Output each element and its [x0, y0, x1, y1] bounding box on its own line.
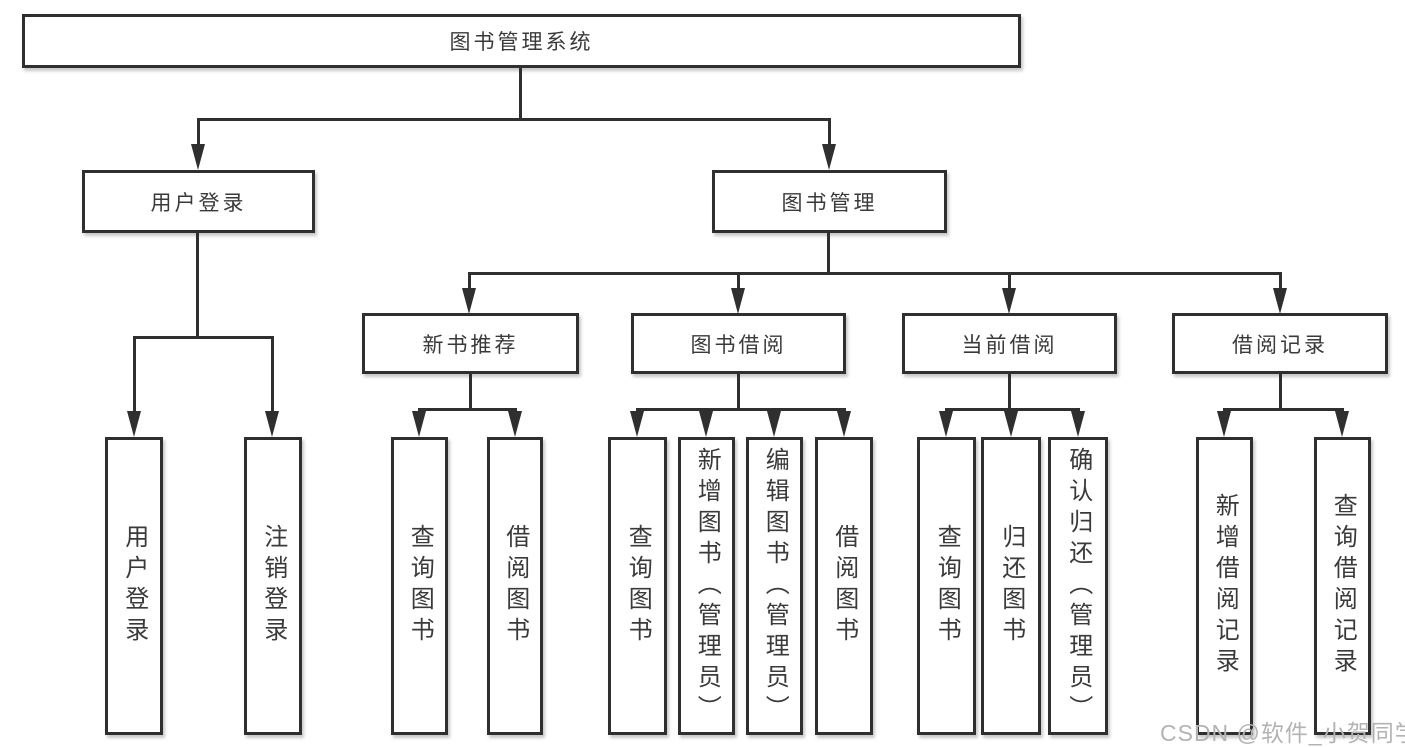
node-label: 图书管理系统 [449, 31, 594, 54]
arrow-down-icon [699, 411, 713, 437]
leaf-query-books-borrowing: 查询图书 [608, 437, 667, 735]
arrow-down-icon [191, 144, 205, 170]
leaf-label: 编辑图书（管理员） [761, 446, 789, 726]
connector-line [737, 272, 740, 290]
arrow-down-icon [939, 411, 953, 437]
arrow-down-icon [630, 411, 644, 437]
leaf-label: 查询借阅记录 [1329, 493, 1357, 679]
leaf-user-login: 用户登录 [105, 437, 163, 735]
connector-line [1279, 272, 1282, 290]
watermark: CSDN @软件_小贺同学 [1160, 720, 1405, 746]
node-borrow-records: 借阅记录 [1172, 313, 1388, 374]
connector-line [468, 272, 1282, 275]
connector-line [636, 408, 846, 411]
leaf-query-borrow-record: 查询借阅记录 [1314, 437, 1371, 735]
arrow-down-icon [508, 411, 522, 437]
connector-line [827, 233, 830, 275]
node-book-borrowing: 图书借阅 [631, 313, 846, 374]
connector-line [196, 233, 199, 339]
connector-line [1223, 408, 1344, 411]
connector-line [469, 374, 472, 411]
node-user-login: 用户登录 [82, 170, 315, 233]
leaf-edit-books-admin: 编辑图书（管理员） [746, 437, 803, 735]
node-current-borrowing: 当前借阅 [902, 313, 1117, 374]
node-new-book-recommend: 新书推荐 [362, 313, 579, 374]
leaf-label: 注销登录 [259, 524, 287, 648]
leaf-label: 查询图书 [624, 524, 652, 648]
leaf-add-books-admin: 新增图书（管理员） [678, 437, 735, 735]
connector-line [519, 68, 522, 119]
connector-line [271, 336, 274, 411]
arrow-down-icon [462, 288, 476, 314]
arrow-down-icon [767, 411, 781, 437]
leaf-borrow-books-recommend: 借阅图书 [487, 437, 543, 735]
leaf-label: 用户登录 [120, 524, 148, 648]
node-book-management: 图书管理 [712, 170, 947, 233]
connector-line [945, 408, 1080, 411]
leaf-borrow-books-borrowing: 借阅图书 [815, 437, 873, 735]
leaf-label: 查询图书 [406, 524, 434, 648]
leaf-label: 新增借阅记录 [1211, 493, 1239, 679]
connector-line [1008, 272, 1011, 290]
leaf-query-books-recommend: 查询图书 [391, 437, 448, 735]
arrow-down-icon [731, 288, 745, 314]
leaf-label: 归还图书 [997, 524, 1025, 648]
connector-line [737, 374, 740, 411]
arrow-down-icon [1273, 288, 1287, 314]
connector-line [1279, 374, 1282, 411]
connector-line [828, 118, 831, 146]
arrow-down-icon [837, 411, 851, 437]
connector-line [197, 118, 831, 121]
leaf-label: 借阅图书 [501, 524, 529, 648]
connector-line [1008, 374, 1011, 411]
leaf-logout: 注销登录 [244, 437, 302, 735]
leaf-return-books: 归还图书 [981, 437, 1041, 735]
arrow-down-icon [1004, 411, 1018, 437]
node-label: 当前借阅 [961, 333, 1058, 357]
connector-line [197, 118, 200, 146]
arrow-down-icon [1071, 411, 1085, 437]
arrow-down-icon [265, 411, 279, 437]
node-library-management-system: 图书管理系统 [22, 14, 1021, 68]
arrow-down-icon [1217, 411, 1231, 437]
leaf-label: 新增图书（管理员） [693, 446, 721, 726]
arrow-down-icon [1335, 411, 1349, 437]
arrow-down-icon [1002, 288, 1016, 314]
leaf-label: 查询图书 [933, 524, 961, 648]
connector-line [468, 272, 471, 290]
leaf-label: 借阅图书 [830, 524, 858, 648]
connector-line [418, 408, 517, 411]
node-label: 借阅记录 [1232, 333, 1328, 357]
arrow-down-icon [822, 144, 836, 170]
arrow-down-icon [412, 411, 426, 437]
connector-line [133, 336, 136, 411]
leaf-confirm-return-admin: 确认归还（管理员） [1048, 437, 1108, 735]
node-label: 用户登录 [150, 191, 247, 215]
arrow-down-icon [127, 411, 141, 437]
connector-line [133, 336, 274, 339]
node-label: 图书借阅 [690, 333, 787, 357]
leaf-query-books-current: 查询图书 [917, 437, 976, 735]
leaf-label: 确认归还（管理员） [1064, 446, 1092, 726]
node-label: 新书推荐 [422, 333, 519, 357]
leaf-add-borrow-record: 新增借阅记录 [1196, 437, 1253, 735]
node-label: 图书管理 [781, 191, 878, 215]
